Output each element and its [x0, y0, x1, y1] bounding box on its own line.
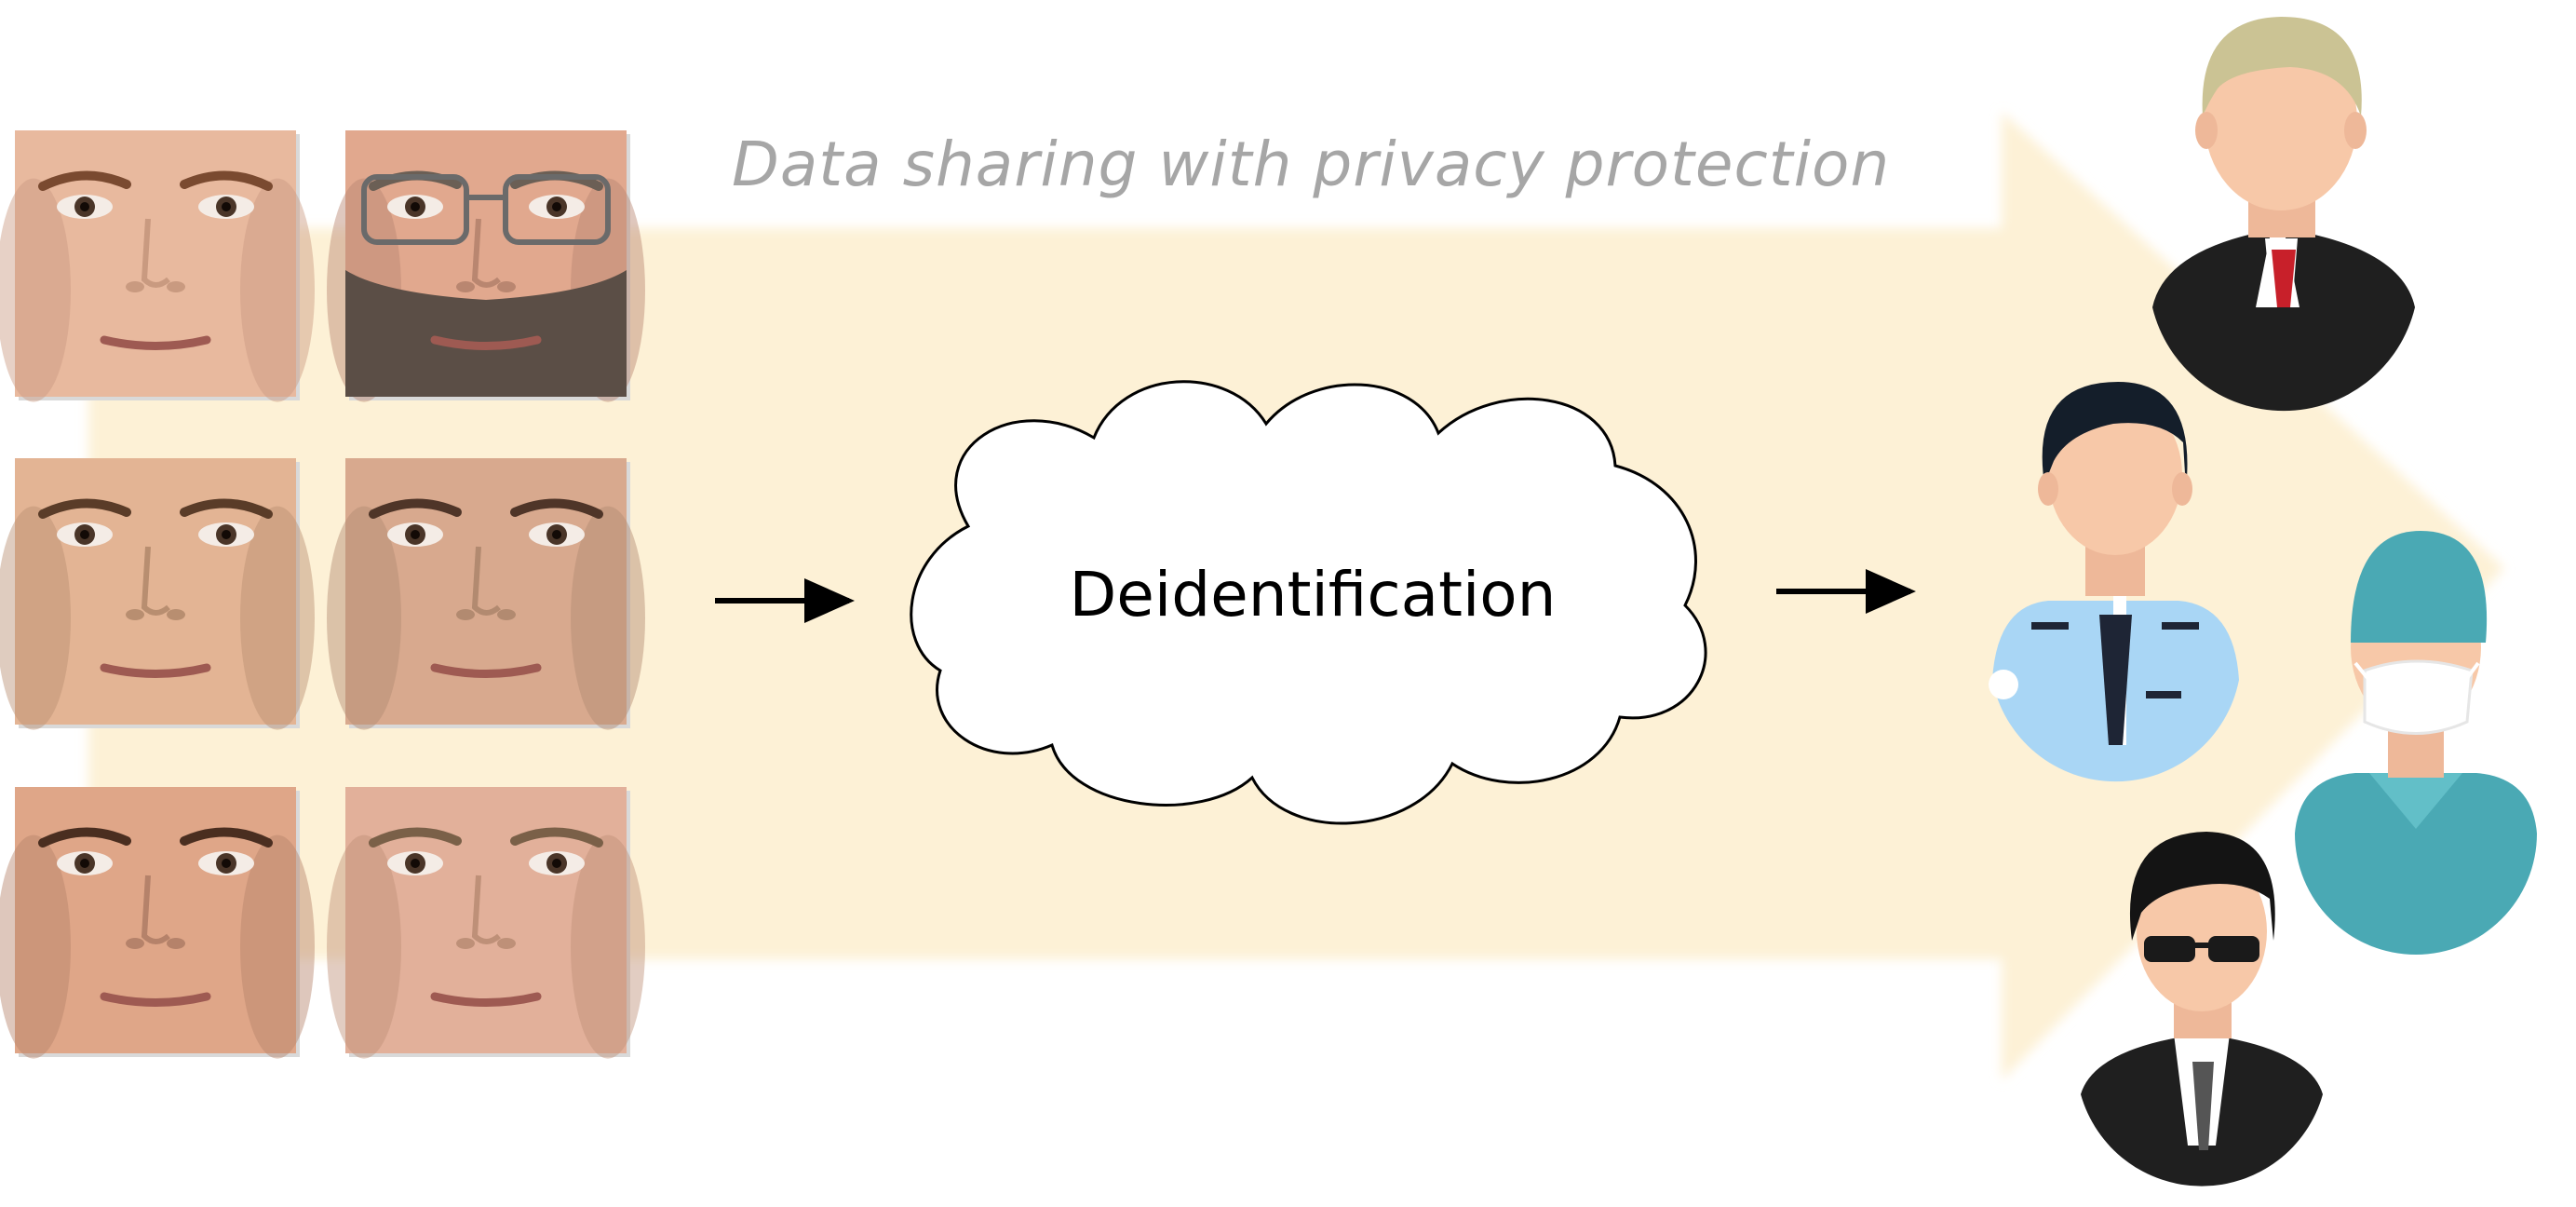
- face-photo: [327, 787, 645, 1059]
- recipient-avatars: [1989, 17, 2537, 1187]
- deidentification-cloud: [910, 380, 1707, 825]
- police-officer-avatar-icon: [1989, 382, 2239, 782]
- face-photo: [327, 130, 645, 402]
- surgeon-avatar-icon: [2295, 531, 2537, 955]
- face-image-grid: [0, 130, 645, 1059]
- businessman-avatar-icon: [2152, 17, 2415, 412]
- data-sharing-caption: Data sharing with privacy protection: [732, 129, 1891, 200]
- agent-with-sunglasses-avatar-icon: [2081, 832, 2323, 1187]
- face-photo: [0, 787, 315, 1059]
- face-photo: [0, 130, 315, 402]
- face-photo: [327, 458, 645, 730]
- face-photo: [0, 458, 315, 730]
- deidentification-label: Deidentification: [1069, 559, 1557, 631]
